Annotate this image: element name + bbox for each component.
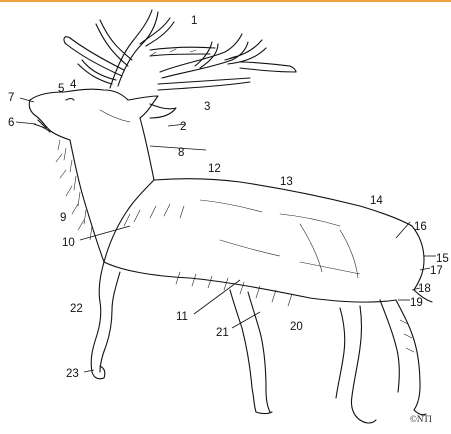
label-17: 17 — [430, 265, 443, 277]
label-11: 11 — [176, 311, 188, 323]
label-15: 15 — [436, 253, 449, 265]
label-16: 16 — [414, 221, 427, 233]
label-23: 23 — [66, 368, 79, 380]
label-6: 6 — [8, 117, 14, 129]
label-21: 21 — [216, 327, 229, 339]
label-14: 14 — [370, 195, 383, 207]
label-20: 20 — [290, 321, 303, 333]
label-9: 9 — [60, 212, 66, 224]
label-18: 18 — [418, 283, 431, 295]
label-7: 7 — [8, 92, 14, 104]
copyright-text: ©NTI — [410, 414, 432, 424]
label-12: 12 — [208, 163, 221, 175]
label-19: 19 — [410, 297, 423, 309]
label-4: 4 — [70, 79, 77, 91]
label-10: 10 — [62, 237, 75, 249]
label-1: 1 — [191, 15, 197, 27]
label-22: 22 — [70, 303, 83, 315]
label-3: 3 — [204, 101, 210, 113]
label-2: 2 — [180, 121, 186, 133]
label-8: 8 — [178, 147, 184, 159]
label-5: 5 — [58, 83, 64, 95]
label-13: 13 — [280, 176, 293, 188]
